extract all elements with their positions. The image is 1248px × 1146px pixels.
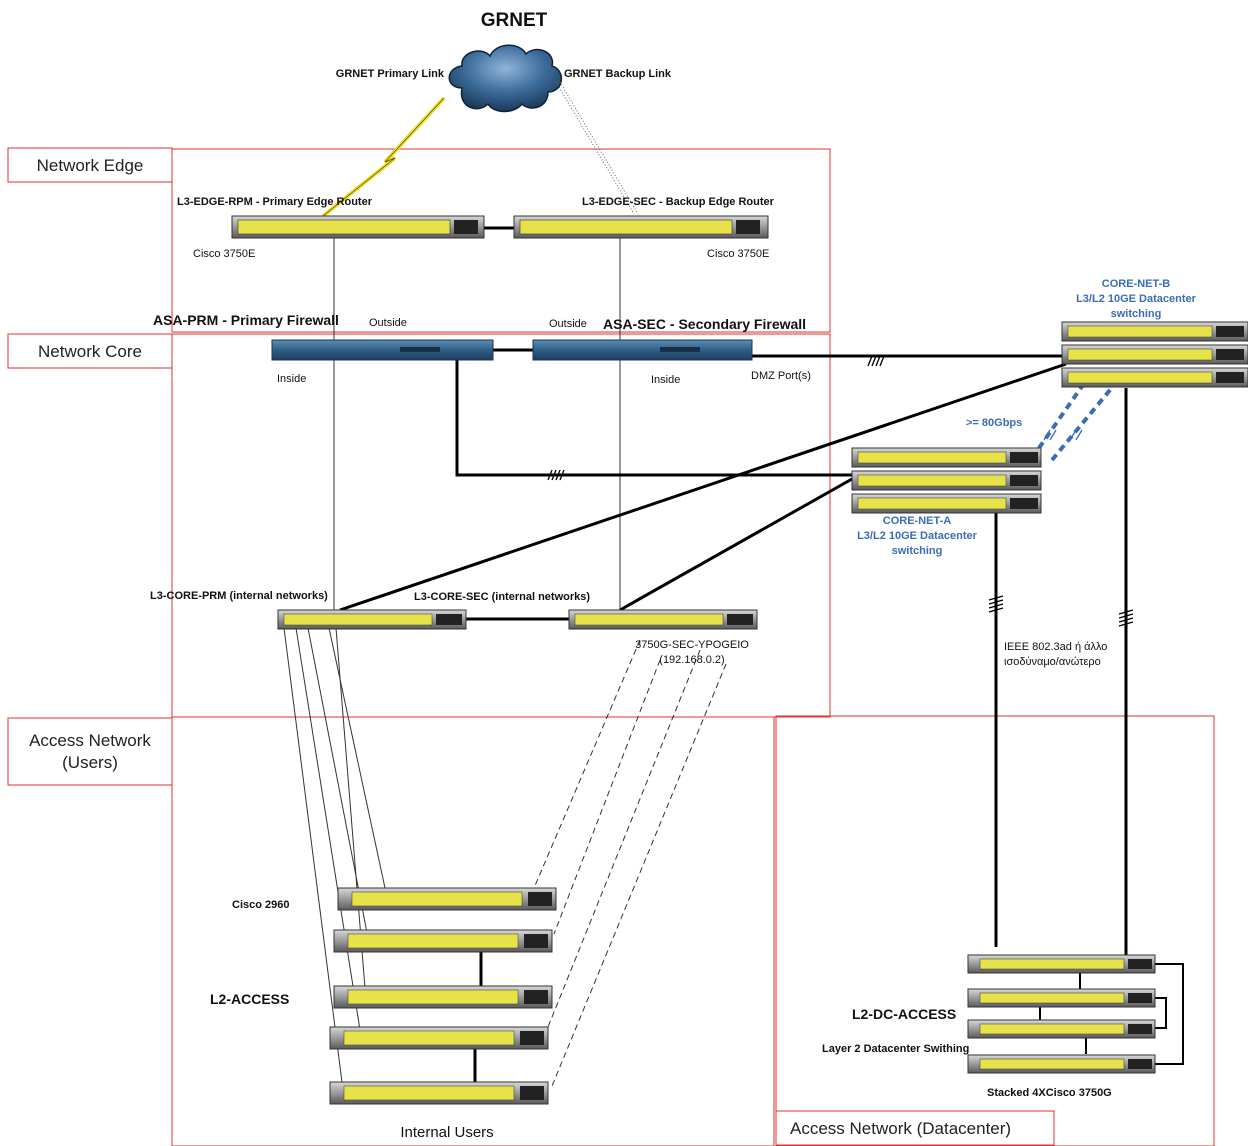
core-zone-label-box (7, 333, 173, 369)
access-model-label: Cisco 2960 (232, 899, 289, 911)
primary-outside-label: Outside (369, 317, 407, 329)
connections (283, 226, 1184, 1091)
access-users-label-line1: Access Network (29, 731, 151, 750)
core-net-a-name: CORE-NET-A (883, 515, 952, 527)
l3-core-secondary-id: 3750G-SEC-YPOGEIO (635, 639, 749, 651)
bundle-marks (547, 355, 1134, 627)
core-net-a-desc: L3/L2 10GE Datacenter (857, 530, 978, 542)
ieee-label-line2: ισοδύναμο/ανώτερο (1004, 656, 1101, 668)
backup-edge-router-label: L3-EDGE-SEC - Backup Edge Router (582, 196, 775, 208)
edge-zone-label: Network Edge (37, 156, 144, 175)
core-net-a-desc2: switching (892, 545, 943, 557)
dc-switching-label: Layer 2 Datacenter Swithing (822, 1043, 969, 1055)
firewall-primary (271, 339, 494, 361)
network-edge-zone (171, 148, 831, 333)
access-users-label-box (7, 717, 173, 786)
secondary-firewall-label: ASA-SEC - Secondary Firewall (603, 316, 806, 332)
edge-router-primary (231, 215, 485, 239)
bandwidth-label: >= 80Gbps (966, 417, 1022, 429)
l3-core-primary-label: L3-CORE-PRM (internal networks) (150, 590, 328, 602)
firewall-secondary (532, 339, 753, 361)
backup-link-line-2 (559, 81, 639, 215)
access-users-label-line2: (Users) (62, 753, 118, 772)
network-core-zone (171, 333, 831, 718)
primary-link-label: GRNET Primary Link (336, 68, 445, 80)
access-switch-stack (329, 887, 557, 1105)
primary-inside-label: Inside (277, 373, 306, 385)
access-dc-label-box (775, 1110, 1055, 1146)
secondary-outside-label: Outside (549, 318, 587, 330)
secondary-inside-label: Inside (651, 374, 680, 386)
core-net-a-stack (851, 447, 1042, 514)
primary-edge-model: Cisco 3750E (193, 248, 255, 260)
l3-core-primary (277, 609, 467, 630)
primary-edge-router-label: L3-EDGE-RPM - Primary Edge Router (177, 196, 373, 208)
internal-users-label: Internal Users (400, 1124, 493, 1141)
core-zone-label: Network Core (38, 342, 142, 361)
l3-core-secondary (568, 609, 758, 630)
core-net-b-stack (1061, 321, 1248, 388)
access-dc-label: Access Network (Datacenter) (790, 1119, 1011, 1138)
dc-stack-label: Stacked 4XCisco 3750G (987, 1087, 1112, 1099)
l3-core-secondary-label: L3-CORE-SEC (internal networks) (414, 591, 590, 603)
primary-link-bolt-outline (322, 97, 445, 217)
dc-access-stack (967, 954, 1156, 1074)
backup-link-label: GRNET Backup Link (564, 68, 672, 80)
diagram-title: GRNET (481, 10, 548, 31)
access-users-zone (171, 716, 775, 1146)
core-net-b-name: CORE-NET-B (1102, 278, 1171, 290)
ieee-label-line1: IEEE 802.3ad ή άλλο (1004, 641, 1107, 653)
core-net-b-desc: L3/L2 10GE Datacenter (1076, 293, 1197, 305)
grnet-cloud-icon (448, 44, 562, 113)
primary-firewall-label: ASA-PRM - Primary Firewall (153, 312, 339, 328)
backup-edge-model: Cisco 3750E (707, 248, 769, 260)
dmz-port-label: DMZ Port(s) (751, 370, 811, 382)
edge-zone-label-box (7, 147, 173, 183)
l2-dc-access-label: L2-DC-ACCESS (852, 1006, 956, 1022)
core-net-b-desc2: switching (1111, 308, 1162, 320)
l3-core-secondary-ip: (192.168.0.2) (659, 654, 724, 666)
l2-access-label: L2-ACCESS (210, 991, 289, 1007)
edge-router-backup (513, 215, 769, 239)
backup-link-line (555, 81, 635, 215)
